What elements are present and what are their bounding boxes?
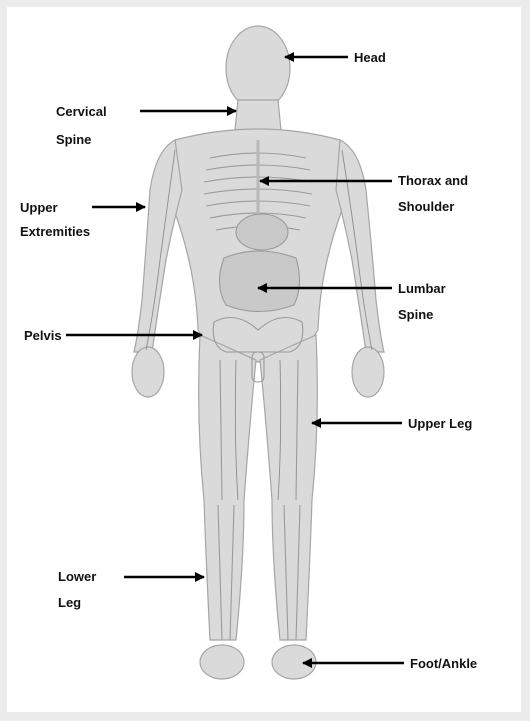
label-head: Head [354,50,386,65]
left-foot-shape [200,645,244,679]
label-upper-leg: Upper Leg [408,416,472,431]
label-cervical-line1: Cervical [56,104,107,119]
label-foot-ankle: Foot/Ankle [410,656,477,671]
right-leg-shape [260,335,317,640]
label-thorax-line1: Thorax and [398,173,468,188]
label-pelvis: Pelvis [24,328,62,343]
label-lumbar-line1: Lumbar [398,281,446,296]
left-hand-shape [132,347,164,397]
head-shape [226,26,290,110]
label-lumbar-line2: Spine [398,307,433,322]
label-lower-leg-line2: Leg [58,595,81,610]
label-upper-extremities-line1: Upper [20,200,58,215]
right-arm-shape [336,140,384,352]
label-cervical-line2: Spine [56,132,91,147]
label-lower-leg-line1: Lower [58,569,96,584]
label-upper-extremities-line2: Extremities [20,224,90,239]
right-hand-shape [352,347,384,397]
left-leg-shape [199,335,256,640]
label-thorax-line2: Shoulder [398,199,454,214]
left-arm-shape [134,140,182,352]
